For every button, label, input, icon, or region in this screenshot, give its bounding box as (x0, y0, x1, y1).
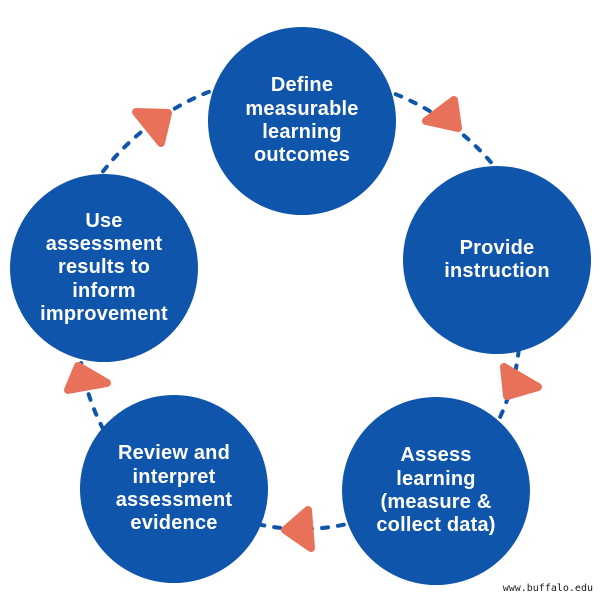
flow-arrow-top-left-icon (132, 108, 172, 147)
step-label-define-outcomes: Define measurable learning outcomes (245, 74, 359, 167)
step-circle-assess-learning: Assess learning (measure & collect data) (342, 397, 530, 585)
flow-arrow-left-icon (64, 362, 111, 394)
flow-arrow-bottom-icon (281, 506, 315, 552)
flow-arrow-right-icon (500, 363, 542, 400)
step-circle-define-outcomes: Define measurable learning outcomes (208, 27, 396, 215)
step-label-provide-instruction: Provide instruction (444, 236, 550, 282)
step-label-use-results: Use assessment results to inform improve… (40, 209, 168, 326)
step-circle-use-results: Use assessment results to inform improve… (10, 174, 198, 362)
step-circle-review-evidence: Review and interpret assessment evidence (80, 395, 268, 583)
step-circle-provide-instruction: Provide instruction (403, 166, 591, 354)
step-label-assess-learning: Assess learning (measure & collect data) (376, 444, 496, 537)
flow-arrow-top-right-icon (422, 96, 462, 132)
watermark-text: www.buffalo.edu (502, 583, 593, 594)
step-label-review-evidence: Review and interpret assessment evidence (115, 442, 233, 535)
